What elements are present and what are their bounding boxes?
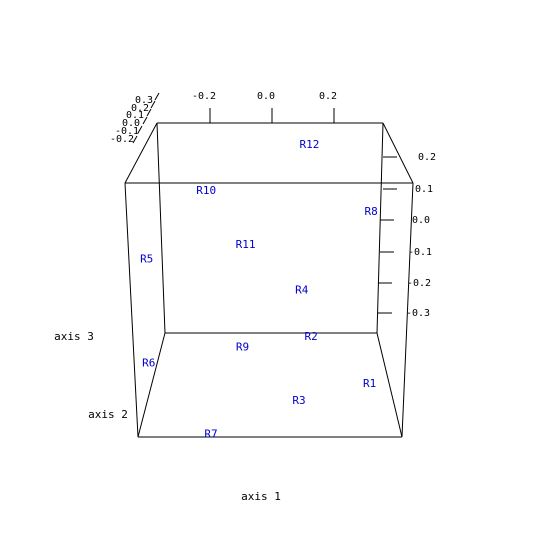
x-tick-label: -0.2 (192, 91, 216, 102)
z-axis-ticks: 0.2 0.1 0.0 -0.1 -0.2 -0.3 (378, 152, 436, 319)
box-edge-bottom-right-depth (376, 332, 403, 438)
point-label-r1: R1 (363, 377, 376, 390)
y-tick-label: 0.3 (135, 95, 153, 106)
z-tick-label: 0.0 (412, 215, 430, 226)
point-label-r4: R4 (295, 284, 309, 297)
x-axis-title: axis 1 (241, 490, 281, 503)
z-tick-label: -0.2 (407, 278, 431, 289)
point-label-r7: R7 (204, 428, 217, 441)
point-label-r10: R10 (196, 184, 216, 197)
x-tick-label: 0.2 (319, 91, 337, 102)
y-tick-mark (154, 92, 160, 101)
y-axis-ticks: -0.2-0.10.00.10.20.3 (110, 92, 160, 145)
point-label-r3: R3 (292, 394, 305, 407)
point-label-r6: R6 (142, 356, 155, 369)
y-tick-label: 0.0 (122, 118, 140, 129)
box-edge-back-left (156, 122, 166, 334)
y-axis-title: axis 2 (88, 408, 128, 421)
y-tick-label: 0.2 (131, 103, 149, 114)
point-label-r2: R2 (304, 330, 317, 343)
y-tick-mark (132, 135, 138, 144)
y-tick-mark (150, 100, 156, 109)
box-edge-front-right (401, 182, 414, 438)
x-axis-ticks: -0.2 0.0 0.2 (192, 91, 337, 123)
z-tick-label: 0.2 (418, 152, 436, 163)
y-tick-mark (146, 108, 152, 117)
z-tick-label: -0.3 (406, 308, 430, 319)
point-label-r8: R8 (364, 205, 377, 218)
point-label-r5: R5 (140, 253, 153, 266)
box-edge-back-right (376, 122, 384, 334)
box-edge-top-left-depth (124, 122, 158, 184)
box-edge-front-left (124, 182, 139, 438)
box-edge-top-right-depth (382, 122, 414, 184)
bounding-box (124, 122, 414, 438)
z-tick-label: 0.1 (415, 184, 433, 195)
y-tick-label: -0.2 (110, 134, 134, 145)
box-edge-bottom-left-depth (137, 332, 166, 438)
point-label-r9: R9 (236, 341, 249, 354)
y-tick-mark (137, 125, 143, 134)
point-label-r12: R12 (299, 138, 319, 151)
y-tick-mark (142, 116, 148, 125)
z-tick-label: -0.1 (408, 247, 432, 258)
y-tick-label: -0.1 (115, 126, 139, 137)
z-axis-title: axis 3 (54, 330, 94, 343)
x-tick-label: 0.0 (257, 91, 275, 102)
y-tick-label: 0.1 (126, 110, 144, 121)
point-label-r11: R11 (236, 238, 256, 251)
